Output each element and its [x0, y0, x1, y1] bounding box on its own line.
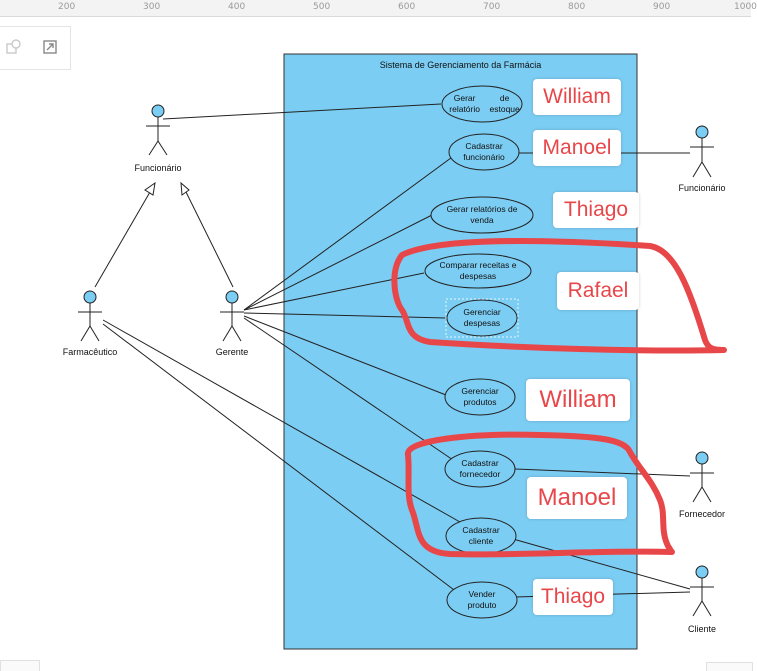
actor-label: Fornecedor	[678, 509, 726, 519]
ruler-tick: 400	[228, 2, 246, 12]
actor-label: Gerente	[215, 347, 249, 357]
system-title: Sistema de Gerenciamento da Farmácia	[379, 60, 542, 70]
actor-label: Cliente	[687, 624, 716, 634]
use-case-gerar-relatorios-venda[interactable]	[430, 196, 534, 234]
shapes-button[interactable]	[2, 35, 26, 59]
actor-funcionario-left[interactable]	[146, 104, 170, 156]
selection-box	[445, 298, 519, 338]
ruler-tick: 200	[58, 2, 76, 12]
use-case-cadastrar-funcionario[interactable]	[448, 133, 520, 171]
fit-page-icon	[43, 40, 57, 54]
ruler-tick: 600	[398, 2, 416, 12]
generalization-arrowhead	[180, 181, 190, 196]
use-case-gerar-relatorio-estoque[interactable]	[441, 85, 523, 123]
horizontal-ruler: 200 300 400 500 600 700 800 900 1000	[0, 0, 757, 17]
actor-label: Funcionário	[678, 183, 726, 193]
name-tag: Thiago	[553, 192, 639, 228]
fit-page-button[interactable]	[38, 35, 62, 59]
ruler-tick: 1000	[734, 2, 757, 12]
ruler-tick: 300	[143, 2, 161, 12]
generalization-lines	[94, 191, 234, 288]
name-tag: William	[526, 379, 630, 421]
actor-fornecedor[interactable]	[690, 451, 714, 503]
zoom-control[interactable]	[706, 662, 753, 671]
use-case-vender-produto[interactable]	[446, 581, 518, 619]
highlight-loop-rafael	[391, 238, 727, 354]
name-tag: Thiago	[533, 579, 613, 615]
page-tab[interactable]	[0, 660, 40, 671]
ruler-tick: 500	[313, 2, 331, 12]
actor-funcionario-right[interactable]	[690, 125, 714, 178]
use-case-cadastrar-fornecedor[interactable]	[444, 450, 516, 488]
use-case-gerenciar-despesas[interactable]	[446, 299, 518, 337]
name-tag: Manoel	[527, 477, 627, 519]
generalization-arrowhead	[144, 181, 156, 196]
actor-gerente[interactable]	[220, 290, 244, 342]
actor-farmaceutico[interactable]	[78, 290, 102, 342]
actor-cliente[interactable]	[690, 565, 714, 617]
actor-label: Farmacêutico	[62, 347, 118, 357]
floating-toolbar	[0, 26, 71, 70]
name-tag: Manoel	[533, 130, 621, 166]
association-lines	[102, 103, 691, 598]
name-tag: William	[533, 79, 621, 115]
highlight-loop-manoel	[405, 431, 675, 558]
use-case-comparar-receitas-despesas[interactable]	[424, 253, 532, 289]
shapes-icon	[6, 39, 21, 54]
ruler-tick: 800	[568, 2, 586, 12]
name-tag: Rafael	[557, 272, 639, 310]
actor-label: Funcionário	[134, 163, 182, 173]
ruler-tick: 700	[483, 2, 501, 12]
ruler-tick: 900	[653, 2, 671, 12]
use-case-gerenciar-produtos[interactable]	[444, 378, 516, 416]
